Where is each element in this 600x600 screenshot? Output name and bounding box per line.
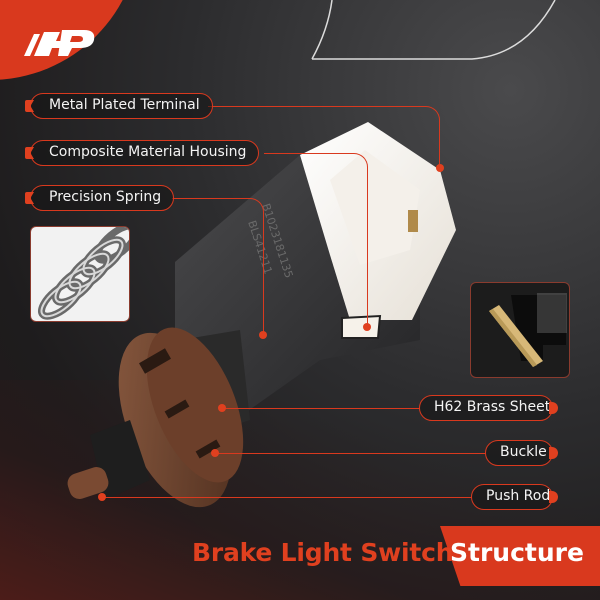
leader-line-precision-spring <box>172 198 264 336</box>
callout-label: Metal Plated Terminal <box>49 97 200 113</box>
callout-push-rod: Push Rod <box>471 484 558 510</box>
pointer-dot-buckle <box>211 449 219 457</box>
page-title-secondary: Structure <box>450 538 584 567</box>
pointer-dot-precision-spring <box>259 331 267 339</box>
pointer-dot-composite-housing <box>363 323 371 331</box>
leader-line-h62-brass-sheet <box>222 408 420 409</box>
callout-label: Push Rod <box>486 488 551 504</box>
callout-tab-icon <box>25 192 34 204</box>
callout-metal-plated-terminal: Metal Plated Terminal <box>25 93 213 119</box>
callout-composite-material-housing: Composite Material Housing <box>25 140 260 166</box>
pointer-dot-metal-plated-terminal <box>436 164 444 172</box>
pointer-dot-h62-brass-sheet <box>218 404 226 412</box>
callout-h62-brass-sheet: H62 Brass Sheet <box>419 395 558 421</box>
callout-buckle: Buckle <box>485 440 558 466</box>
callout-tab-icon <box>549 447 558 459</box>
callout-label: Precision Spring <box>49 189 162 205</box>
callout-label: Composite Material Housing <box>49 144 247 160</box>
callout-label: H62 Brass Sheet <box>434 399 551 415</box>
spring-detail-image <box>30 226 130 322</box>
callout-label: Buckle <box>500 444 547 460</box>
pointer-dot-push-rod <box>98 493 106 501</box>
leader-line-buckle <box>216 453 486 454</box>
callout-precision-spring: Precision Spring <box>25 185 175 211</box>
callout-tab-icon <box>25 100 34 112</box>
page-title-primary: Brake Light Switch <box>192 538 454 567</box>
decorative-outline-shape <box>311 0 556 60</box>
a-premium-logo-icon <box>24 30 95 56</box>
leader-line-composite-housing <box>264 153 368 327</box>
title-accent-shape <box>440 526 600 586</box>
leader-line-push-rod <box>104 497 472 498</box>
callout-tab-icon <box>25 147 34 159</box>
callout-tab-icon <box>549 402 558 414</box>
brake-light-switch-image: B1023181135 BLS41211 <box>67 122 456 508</box>
brass-sheet-detail-image <box>470 282 570 378</box>
callout-tab-icon <box>549 491 558 503</box>
leader-line-metal-plated-terminal <box>208 106 440 168</box>
